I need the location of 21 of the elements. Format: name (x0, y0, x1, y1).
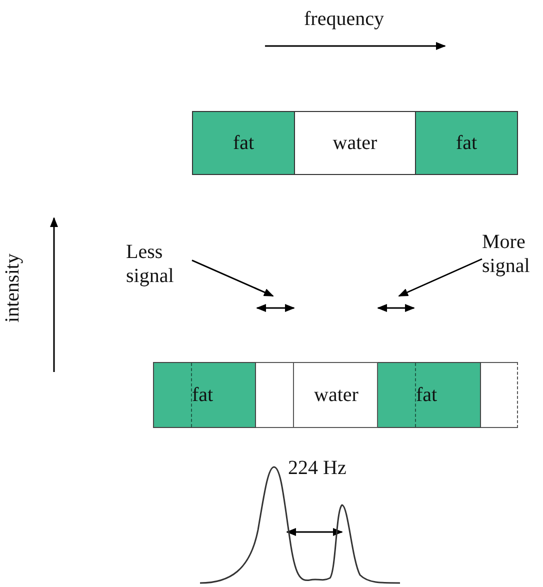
segment-label: fat (416, 385, 438, 405)
fat-segment (192, 111, 295, 175)
leader-line (398, 258, 482, 297)
segment-label: fat (456, 133, 478, 153)
segment-label: water (314, 385, 358, 405)
fat-segment (378, 362, 481, 428)
axis-label: frequency (304, 9, 384, 29)
empty-segment (256, 362, 294, 428)
leader-line (192, 260, 274, 297)
fat-segment (416, 111, 518, 175)
dimension-label: 224 Hz (288, 458, 346, 478)
water-segment (295, 111, 416, 175)
water-segment (294, 362, 378, 428)
axis-label: intensity (2, 254, 22, 322)
fat-segment (153, 362, 256, 428)
segment-label: fat (192, 385, 214, 405)
segment-label: water (332, 133, 378, 153)
callout-text: Less signal (126, 240, 192, 298)
callout-text: More signal (482, 230, 543, 288)
segment-label: fat (232, 133, 254, 153)
empty-segment (481, 362, 518, 428)
